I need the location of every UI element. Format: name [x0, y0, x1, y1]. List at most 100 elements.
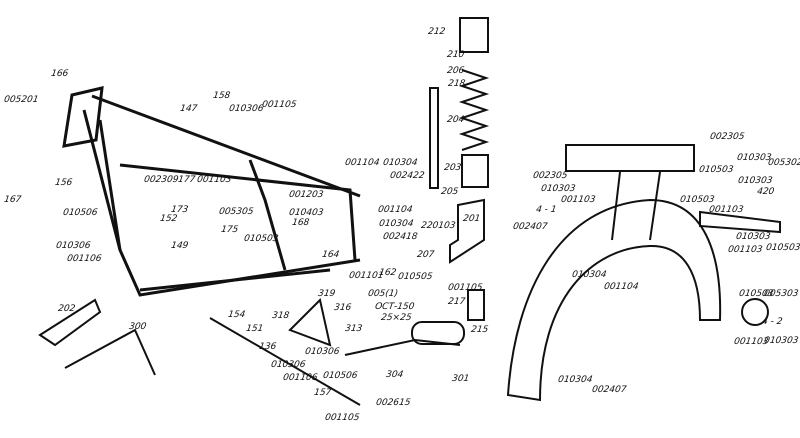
fork-bottom-sleeve [467, 289, 485, 321]
fork-lower-bracket [449, 198, 485, 264]
part-number-label: 4 - 2 [761, 317, 784, 327]
part-number-label: 010503 [679, 195, 716, 205]
part-number-label: 151 [245, 324, 264, 334]
part-number-label: 010303 [737, 176, 774, 186]
part-number-label: 001103 [196, 175, 233, 185]
part-number-label: 25×25 [380, 313, 413, 323]
part-number-label: 001104 [344, 158, 381, 168]
rear-brake-rod [209, 317, 361, 406]
part-number-label: 002407 [512, 222, 549, 232]
part-number-label: 010306 [304, 347, 341, 357]
tail-light-base [741, 298, 769, 326]
part-number-label: 001203 [288, 190, 325, 200]
part-number-label: 157 [313, 388, 332, 398]
part-number-label: 002418 [382, 232, 419, 242]
part-number-label: 002309 [143, 175, 180, 185]
part-number-label: 156 [54, 178, 73, 188]
part-number-label: 010503 [243, 234, 280, 244]
part-number-label: 136 [258, 342, 277, 352]
part-number-label: 300 [128, 322, 147, 332]
frame-down-tube [82, 109, 361, 297]
kickstarter-lever [64, 328, 156, 376]
frame-head-tube [62, 86, 104, 148]
part-number-label: 162 [378, 268, 397, 278]
part-number-label: 313 [344, 324, 363, 334]
part-number-label: 206 [446, 66, 465, 76]
part-number-label: 207 [416, 250, 435, 260]
part-number-label: 175 [220, 225, 239, 235]
luggage-carrier [565, 144, 695, 172]
part-number-label: 002615 [375, 398, 412, 408]
part-number-label: 010306 [228, 104, 265, 114]
part-number-label: 001103 [708, 205, 745, 215]
part-number-label: 215 [470, 325, 489, 335]
part-number-label: 005(1) [367, 289, 399, 299]
part-number-label: 005303 [763, 289, 800, 299]
part-number-label: 204 [446, 115, 465, 125]
fork-top-cap [459, 17, 489, 53]
frame-seat-tube [248, 159, 287, 271]
part-number-label: 220103 [420, 221, 457, 231]
part-number-label: 010306 [270, 360, 307, 370]
tail-bracket [699, 210, 781, 234]
part-number-label: 010403 [288, 208, 325, 218]
part-number-label: 319 [317, 289, 336, 299]
part-number-label: 010304 [382, 158, 419, 168]
part-number-label: 002407 [591, 385, 628, 395]
fork-tube [429, 87, 439, 189]
fork-slider [461, 154, 489, 188]
part-number-label: 001105 [324, 413, 361, 423]
part-number-label: 205 [440, 187, 459, 197]
part-number-label: 164 [321, 250, 340, 260]
frame-rear-stay [119, 163, 357, 261]
part-number-label: 212 [427, 27, 446, 37]
part-number-label: 005305 [218, 207, 255, 217]
part-number-label: 001106 [282, 373, 319, 383]
part-number-label: 002305 [709, 132, 746, 142]
part-number-label: 010303 [736, 153, 773, 163]
footrest-rubber [411, 321, 465, 345]
part-number-label: 167 [3, 195, 22, 205]
part-number-label: 154 [227, 310, 246, 320]
fork-spring [458, 69, 490, 151]
part-number-label: 001105 [261, 100, 298, 110]
part-number-label: 177 [177, 175, 196, 185]
part-number-label: 010503 [698, 165, 735, 175]
part-number-label: 002305 [532, 171, 569, 181]
part-number-label: 152 [159, 214, 178, 224]
part-number-label: 010506 [62, 208, 99, 218]
part-number-label: 158 [212, 91, 231, 101]
part-number-label: 218 [447, 79, 466, 89]
part-number-label: 001103 [560, 195, 597, 205]
part-number-label: 010505 [397, 272, 434, 282]
part-number-label: 010303 [735, 232, 772, 242]
part-number-label: 168 [291, 218, 310, 228]
part-number-label: 202 [57, 304, 76, 314]
part-number-label: 010303 [540, 184, 577, 194]
part-number-label: 4 - 1 [535, 205, 558, 215]
part-number-label: 316 [333, 303, 352, 313]
part-number-label: 010303 [763, 336, 800, 346]
part-number-label: 002422 [389, 171, 426, 181]
brake-pedal [38, 298, 102, 347]
part-number-label: 420 [756, 187, 775, 197]
rear-fender [506, 198, 722, 402]
part-number-label: 203 [443, 163, 462, 173]
part-number-label: 149 [170, 241, 189, 251]
frame-top-tube [91, 94, 361, 198]
part-number-label: ОСТ-150 [374, 302, 415, 312]
part-number-label: 010503 [765, 243, 800, 253]
part-number-label: 010506 [322, 371, 359, 381]
part-number-label: 210 [446, 50, 465, 60]
part-number-label: 010304 [557, 375, 594, 385]
part-number-label: 001106 [66, 254, 103, 264]
clutch-pedal [288, 298, 332, 347]
part-number-label: 166 [50, 69, 69, 79]
part-number-label: 005302 [767, 158, 800, 168]
part-number-label: 010304 [378, 219, 415, 229]
part-number-label: 301 [451, 374, 470, 384]
frame-brace [98, 119, 122, 251]
part-number-label: 201 [462, 214, 481, 224]
carrier-bracket [611, 171, 661, 241]
